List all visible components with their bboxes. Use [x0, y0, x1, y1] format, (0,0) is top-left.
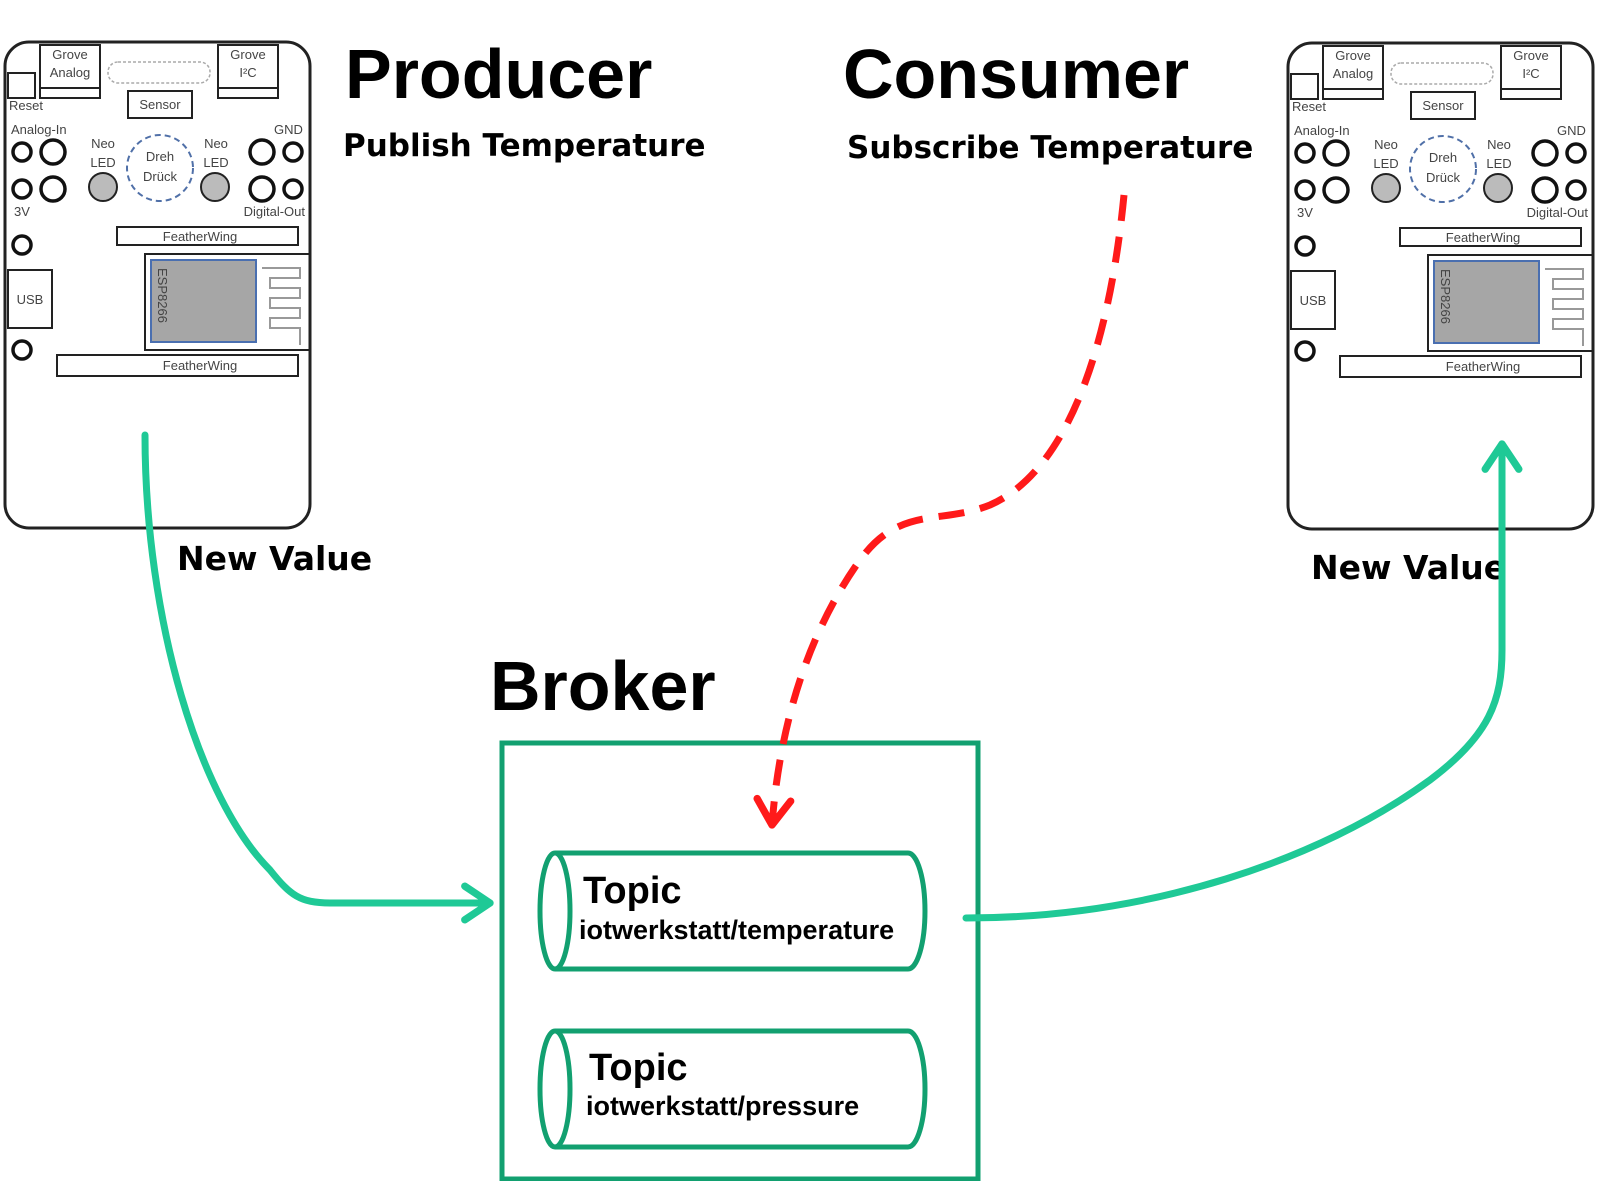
- digital-out-label: Digital-Out: [244, 204, 306, 219]
- publish-arrow: [141, 431, 494, 924]
- gnd-label: GND: [274, 122, 303, 137]
- featherwing-label-2: FeatherWing: [163, 358, 237, 373]
- antenna-icon: [262, 267, 301, 345]
- dreh-label: Dreh: [146, 149, 174, 164]
- grove-analog-label: Grove: [52, 47, 87, 62]
- esp-chip: [150, 259, 257, 343]
- producer-new-value-label: New Value: [177, 539, 372, 578]
- rotary-encoder: [126, 134, 194, 202]
- consumer-title: Consumer: [843, 35, 1189, 113]
- 3v-label: 3V: [14, 204, 30, 219]
- neo-led-label-2: LED: [90, 155, 115, 170]
- subscribe-arrow: [753, 194, 1128, 829]
- module-label: ESP8266: [155, 268, 170, 323]
- topic-pressure: Topic iotwerkstatt/pressure: [537, 1028, 928, 1150]
- topic-name: iotwerkstatt/pressure: [586, 1091, 859, 1121]
- reset-button: [7, 72, 36, 99]
- consumer-new-value-label: New Value: [1311, 548, 1506, 587]
- topic-temperature: Topic iotwerkstatt/temperature: [537, 850, 928, 972]
- druck-label: Drück: [143, 169, 177, 184]
- neo-led-label-right: Neo: [204, 136, 228, 151]
- neo-led-label-right-2: LED: [203, 155, 228, 170]
- analog-in-label: Analog-In: [11, 122, 67, 137]
- neo-led-label: Neo: [91, 136, 115, 151]
- consumer-board: [1286, 41, 1595, 531]
- reset-label: Reset: [9, 98, 43, 113]
- deliver-arrow: [962, 440, 1523, 922]
- producer-board: Grove Analog Reset Grove I²C Sensor Anal…: [3, 40, 312, 530]
- topic-name: iotwerkstatt/temperature: [579, 915, 894, 945]
- consumer-subtitle: Subscribe Temperature: [847, 130, 1253, 166]
- producer-title: Producer: [345, 35, 652, 113]
- pin-holes: [11, 138, 304, 361]
- neo-led: [88, 172, 118, 202]
- grove-analog-label-2: Analog: [50, 65, 90, 80]
- sensor-label: Sensor: [139, 97, 181, 112]
- topic-label: Topic: [583, 870, 682, 912]
- broker-box: [499, 740, 981, 1181]
- grove-i2c-label-2: I²C: [239, 65, 256, 80]
- grove-i2c-label: Grove: [230, 47, 265, 62]
- usb-label: USB: [17, 292, 44, 307]
- topic-label: Topic: [589, 1047, 688, 1089]
- broker-title: Broker: [490, 647, 716, 725]
- producer-subtitle: Publish Temperature: [343, 128, 706, 164]
- neo-led-right: [200, 172, 230, 202]
- featherwing-label: FeatherWing: [163, 229, 237, 244]
